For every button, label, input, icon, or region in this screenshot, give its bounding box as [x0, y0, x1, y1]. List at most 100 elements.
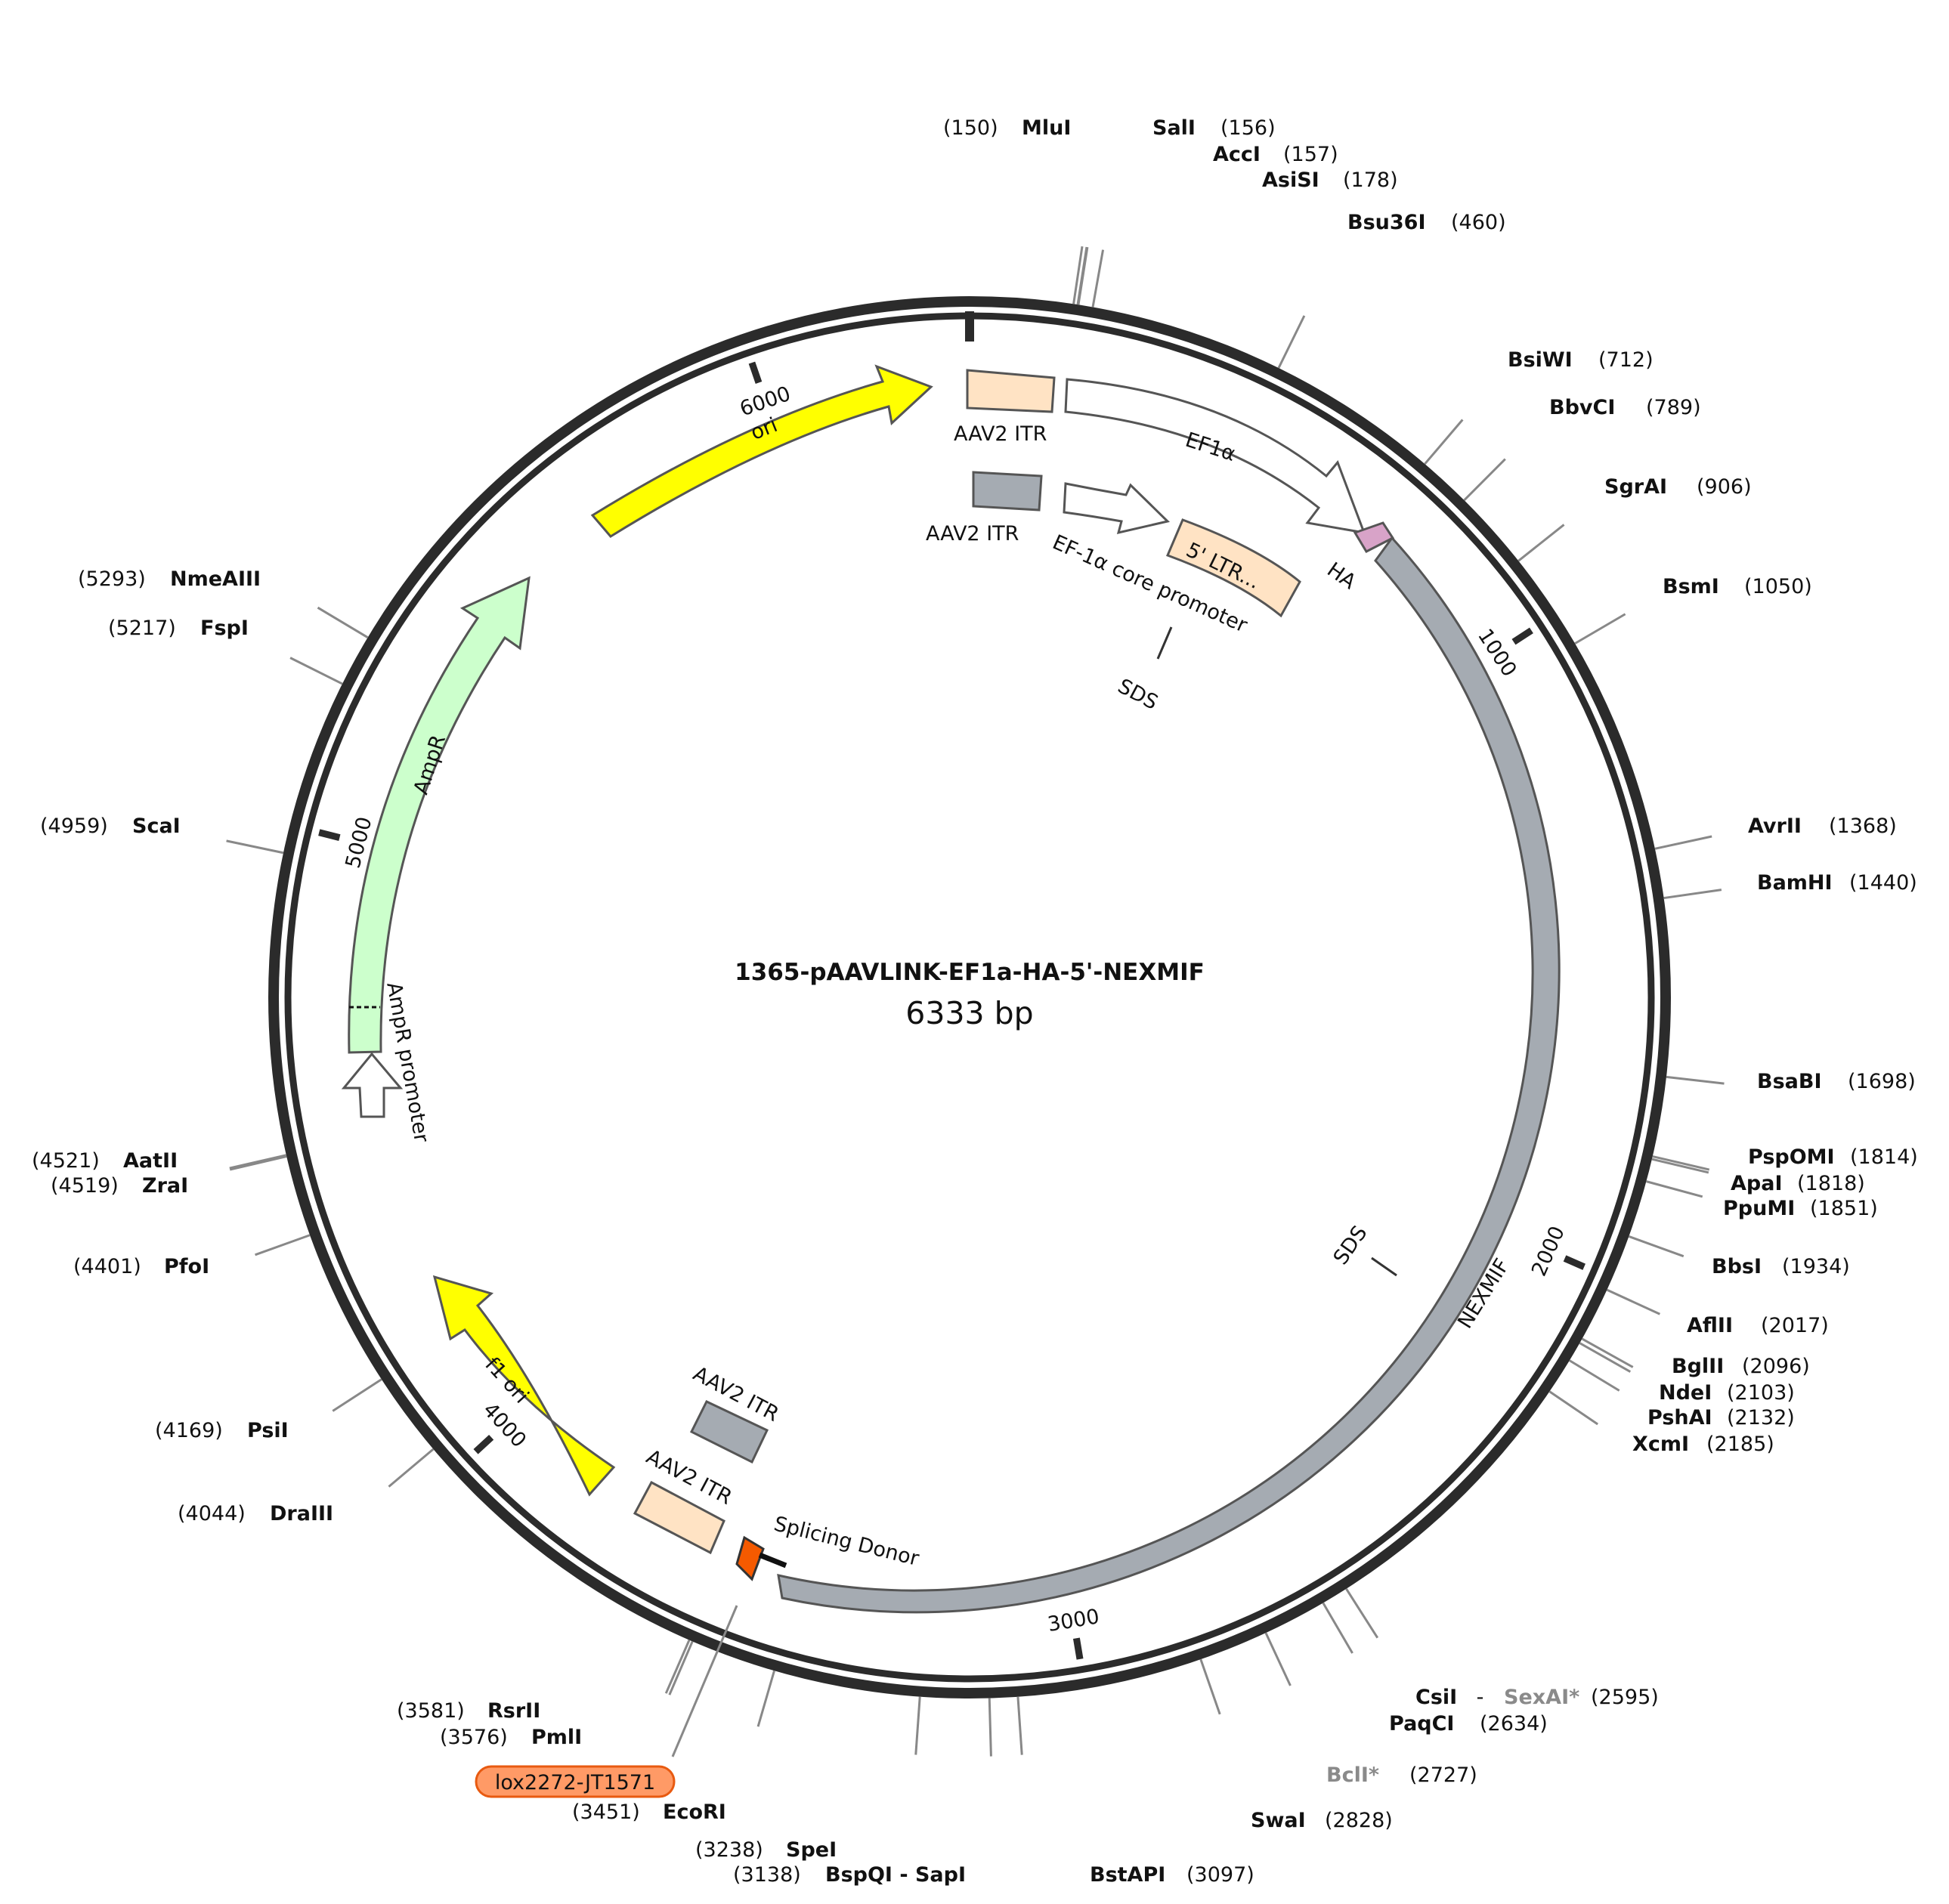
site-sgrai-pos: (906): [1697, 475, 1752, 499]
site-bstapi[interactable]: BstAPI(3097): [1090, 1863, 1254, 1887]
site-aatii-name: AatII: [123, 1149, 178, 1173]
feature-aav2-itr-1[interactable]: [966, 369, 1056, 413]
site-psii[interactable]: (4169)PsiI: [155, 1419, 289, 1442]
feature-ori[interactable]: [590, 364, 933, 538]
feature-splicing-donor[interactable]: [735, 1535, 765, 1581]
feature-splicing-donor-label: Splicing Donor: [772, 1512, 922, 1571]
site-bsmi[interactable]: BsmI(1050): [1663, 575, 1812, 598]
feature-sds-2-label: SDS: [1329, 1222, 1372, 1269]
site-asisi-name: AsiSI: [1262, 168, 1319, 192]
tick-mark-4000: [473, 1435, 494, 1454]
site-bcli[interactable]: BclI*(2727): [1326, 1763, 1477, 1787]
site-acci-pos: (157): [1283, 143, 1338, 166]
site-line-22: [1322, 1602, 1353, 1654]
site-psii-pos: (4169): [155, 1419, 223, 1442]
feature-ampr[interactable]: [348, 576, 531, 1054]
site-line-35: [229, 1154, 287, 1170]
site-rsrii-pos: (3581): [397, 1699, 465, 1723]
feature-group: ori AAV2 ITR EF1α AAV2 ITR EF-1α core pr…: [341, 364, 1561, 1614]
site-pmli-name: PmlI: [531, 1726, 582, 1749]
site-xcmi[interactable]: XcmI(2185): [1632, 1433, 1774, 1456]
site-line-12: [1652, 1155, 1710, 1171]
feature-aav2-itr-3[interactable]: [689, 1400, 769, 1464]
site-label-group: (150)MluI SalI(156) AccI(157) AsiSI(178)…: [32, 116, 1918, 1887]
site-ppumi-name: PpuMI: [1723, 1197, 1795, 1220]
site-bsu36i-pos: (460): [1451, 211, 1506, 234]
site-line-14: [1646, 1180, 1703, 1198]
site-avrii-pos: (1368): [1829, 814, 1897, 838]
site-pfoi-name: PfoI: [164, 1255, 209, 1278]
site-bsu36i[interactable]: Bsu36I(460): [1347, 211, 1506, 234]
site-draiii[interactable]: (4044)DraIII: [178, 1502, 333, 1525]
site-ndei[interactable]: NdeI(2103): [1659, 1381, 1795, 1405]
lox2272-tag[interactable]: lox2272-JT1571: [475, 1605, 738, 1798]
site-bglii[interactable]: BglII(2096): [1672, 1355, 1810, 1378]
site-fspi[interactable]: (5217)FspI: [108, 617, 249, 640]
site-aflii[interactable]: AflII(2017): [1687, 1314, 1829, 1337]
site-swai-name: SwaI: [1251, 1809, 1306, 1832]
feature-ef1a-core-promoter[interactable]: [1063, 482, 1171, 535]
site-bbvci[interactable]: BbvCI (789): [1549, 396, 1701, 419]
site-line-31: [388, 1448, 435, 1488]
site-pmli[interactable]: (3576)PmlI: [440, 1726, 582, 1749]
site-csii[interactable]: CsiI - SexAI*(2595): [1415, 1686, 1659, 1709]
site-apai[interactable]: ApaI(1818): [1731, 1172, 1865, 1195]
site-ecori[interactable]: (3451)EcoRI: [572, 1800, 726, 1824]
site-pfoi[interactable]: (4401)PfoI: [73, 1255, 209, 1278]
site-line-7: [1517, 524, 1565, 562]
site-line-26: [988, 1698, 992, 1757]
site-bsabi[interactable]: BsaBI(1698): [1757, 1070, 1916, 1093]
site-swai[interactable]: SwaI(2828): [1251, 1809, 1393, 1832]
site-bsiwi[interactable]: BsiWI(712): [1508, 348, 1654, 372]
site-paqci[interactable]: PaqCI(2634): [1389, 1712, 1548, 1736]
tick-mark-3000: [1072, 1637, 1084, 1660]
site-line-25: [1016, 1696, 1023, 1755]
feature-nexmif[interactable]: [777, 536, 1561, 1614]
feature-ef1a[interactable]: [1064, 378, 1366, 534]
site-sgrai[interactable]: SgrAI (906): [1604, 475, 1752, 499]
site-asisi[interactable]: AsiSI(178): [1262, 168, 1398, 192]
feature-aav2-itr-2[interactable]: [972, 471, 1043, 512]
site-pspomi[interactable]: PspOMI(1814): [1748, 1145, 1918, 1169]
tick-label-3000: 3000: [1046, 1605, 1101, 1637]
tick-mark-2000: [1563, 1255, 1585, 1270]
site-aatii[interactable]: (4521)AatII: [32, 1149, 178, 1173]
site-bbvci-name: BbvCI: [1549, 396, 1615, 419]
site-pshai[interactable]: PshAI(2132): [1647, 1406, 1795, 1430]
site-sgrai-name: SgrAI: [1604, 475, 1667, 499]
feature-f1-ori[interactable]: [432, 1275, 616, 1497]
feature-5-ltr[interactable]: [1166, 518, 1301, 618]
feature-aav2-itr-4[interactable]: [633, 1480, 725, 1555]
feature-splicing-donor-bar: [758, 1552, 787, 1569]
site-fspi-name: FspI: [200, 617, 249, 640]
site-line-34: [229, 1155, 287, 1171]
feature-ampr-promoter[interactable]: [341, 1052, 404, 1118]
site-line-13: [1651, 1158, 1709, 1174]
site-line-19: [1569, 1359, 1620, 1392]
site-ppumi[interactable]: PpuMI(1851): [1723, 1197, 1878, 1220]
site-scai[interactable]: (4959)ScaI: [40, 814, 181, 838]
site-nmeaiii[interactable]: (5293)NmeAIII: [78, 567, 261, 591]
site-bamhi[interactable]: BamHI(1440): [1757, 871, 1917, 895]
site-zrai[interactable]: (4519)ZraI: [51, 1174, 188, 1198]
site-avrii-name: AvrII: [1748, 814, 1802, 838]
site-line-30: [664, 1640, 691, 1694]
site-line-32: [332, 1378, 382, 1412]
site-bspqi[interactable]: (3138)BspQI - SapI: [733, 1863, 966, 1887]
site-mlui[interactable]: (150)MluI: [943, 116, 1071, 140]
site-line-0: [1072, 246, 1084, 304]
site-rsrii[interactable]: (3581)RsrII: [397, 1699, 540, 1723]
site-acci[interactable]: AccI(157): [1213, 143, 1338, 166]
feature-sds-1: [1156, 626, 1173, 660]
site-bsiwi-name: BsiWI: [1508, 348, 1573, 372]
site-csii-sep: -: [1470, 1686, 1490, 1709]
site-spei-name: SpeI: [786, 1838, 837, 1862]
site-spei[interactable]: (3238)SpeI: [695, 1838, 837, 1862]
site-sali[interactable]: SalI(156): [1152, 116, 1276, 140]
site-bbvci-pos: (789): [1646, 396, 1701, 419]
site-bbsi[interactable]: BbsI(1934): [1712, 1255, 1850, 1278]
site-avrii[interactable]: AvrII (1368): [1748, 814, 1897, 838]
site-draiii-name: DraIII: [270, 1502, 333, 1525]
site-bsmi-name: BsmI: [1663, 575, 1719, 598]
site-line-28: [756, 1670, 775, 1727]
